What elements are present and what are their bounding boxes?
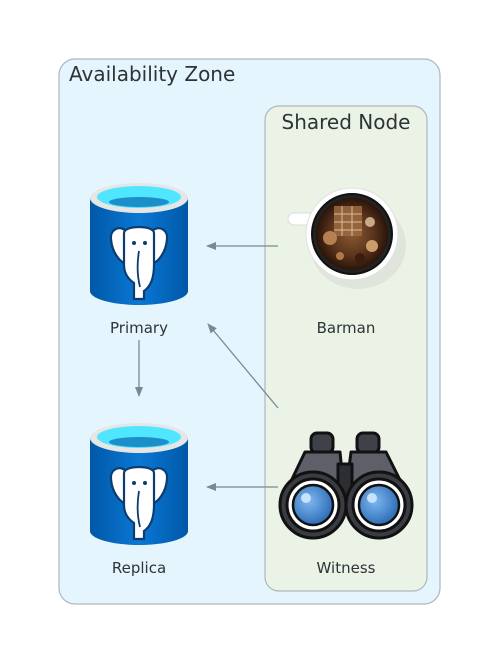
witness-node[interactable]: Witness [278, 431, 414, 577]
primary-node[interactable]: Primary [90, 183, 188, 337]
binoculars-icon [278, 431, 414, 540]
replica-node[interactable]: Replica [90, 423, 188, 577]
postgresql-database-icon [90, 183, 188, 305]
coffee-cup-icon [287, 187, 406, 289]
shared-node-label: Shared Node [282, 110, 411, 134]
witness-label: Witness [317, 559, 376, 577]
barman-node[interactable]: Barman [287, 187, 406, 337]
availability-zone-label: Availability Zone [69, 62, 235, 86]
postgresql-database-icon [90, 423, 188, 545]
primary-label: Primary [110, 319, 168, 337]
replica-label: Replica [112, 559, 166, 577]
edge-witness-primary [207, 323, 279, 409]
edges [135, 242, 279, 491]
barman-label: Barman [317, 319, 376, 337]
